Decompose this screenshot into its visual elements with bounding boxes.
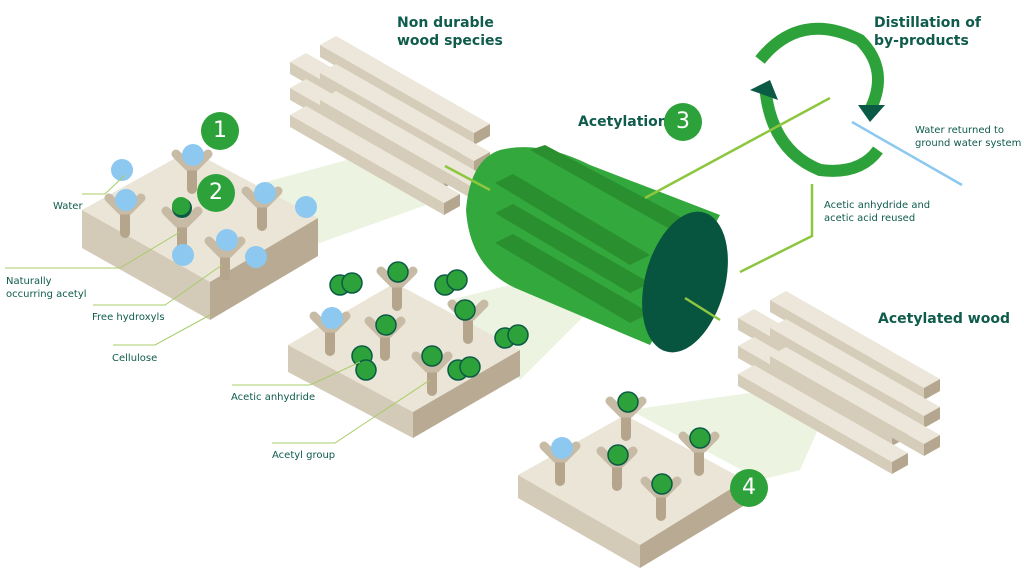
cellulose-platform-2 [288,261,529,438]
cellulose-platform-4 [518,391,745,568]
step-badge-1: 1 [201,112,239,150]
label-water: Water [53,201,83,212]
leader-lines [5,174,431,444]
label-free-hydroxyls: Free hydroxyls [92,312,165,323]
cellulose-platform-1 [82,144,318,320]
label-acetic-anhydride: Acetic anhydride [231,392,316,403]
label-water-returned: Water returned to ground water system [915,125,1022,149]
title-acetylation: Acetylation [578,114,668,130]
step-badge-4: 4 [730,469,768,507]
label-naturally-occurring-acetyl: Naturally occurring acetyl [6,276,87,300]
title-distillation: Distillation of by-products [874,15,981,49]
acetylation-reactor [466,145,728,353]
step-badge-3: 3 [664,103,702,141]
distillation-loop-icon [750,22,885,177]
flow-arrows [444,96,831,322]
title-non-durable-wood: Non durable wood species [397,15,503,49]
title-acetylated-wood: Acetylated wood [878,311,1010,327]
label-reused: Acetic anhydride and acetic acid reused [824,200,931,224]
water-return-arrow [851,120,963,187]
label-acetyl-group: Acetyl group [272,450,336,461]
label-cellulose: Cellulose [112,353,158,364]
step-badge-2: 2 [197,174,235,212]
